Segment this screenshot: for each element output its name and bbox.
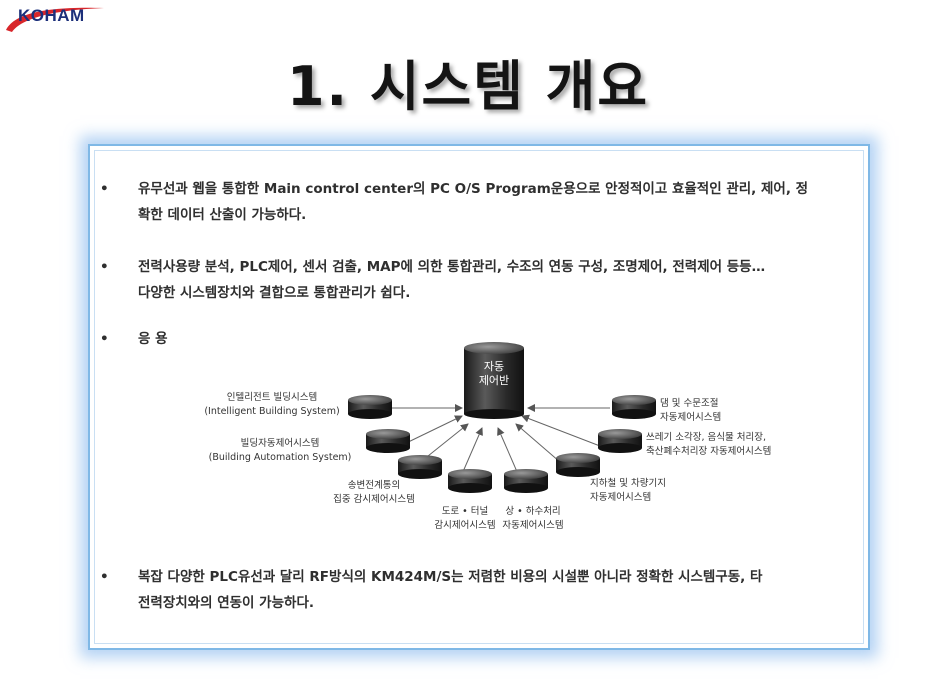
- bullet-marker: •: [100, 181, 109, 197]
- node-label: (Intelligent Building System): [204, 406, 339, 417]
- node-disc-5: [504, 469, 548, 493]
- node-label: 인텔리전트 빌딩시스템: [227, 391, 317, 403]
- node-label: 자동제어시스템: [660, 411, 721, 423]
- bullet-line: 복잡 다양한 PLC유선과 달리 RF방식의 KM424M/S는 저렴한 비용의…: [138, 569, 763, 585]
- bullet-line: 전력사용량 분석, PLC제어, 센서 검출, MAP에 의한 통합관리, 수조…: [138, 259, 766, 275]
- control-panel-cylinder: 자동 제어반: [464, 342, 524, 419]
- logo-swoosh-icon: [6, 7, 104, 32]
- center-label-line: 자동: [484, 360, 504, 373]
- node-disc-8: [612, 395, 656, 419]
- node-label: 자동제어시스템: [590, 491, 651, 503]
- node-disc-3: [398, 455, 442, 479]
- node-label: 상 • 하수처리: [505, 505, 560, 517]
- node-label: 집중 감시제어시스템: [333, 493, 415, 505]
- center-label-line: 제어반: [479, 374, 509, 387]
- bullet-line: 확한 데이터 산출이 가능하다.: [138, 207, 307, 223]
- page-title: 1. 시스템 개요: [286, 55, 650, 118]
- node-label: 쓰레기 소각장, 음식물 처리장,: [646, 431, 766, 443]
- bullet-line: 전력장치와의 연동이 가능하다.: [138, 595, 314, 611]
- node-disc-6: [556, 453, 600, 477]
- node-label: 지하철 및 차량기지: [590, 477, 666, 489]
- content-panel: • 유무선과 웹을 통합한 Main control center의 PC O/…: [88, 144, 870, 650]
- node-disc-4: [448, 469, 492, 493]
- node-label: 송변전계통의: [348, 479, 400, 491]
- node-label: 빌딩자동제어시스템: [241, 437, 320, 449]
- node-disc-2: [366, 429, 410, 453]
- bullet-marker: •: [100, 259, 109, 275]
- node-label: 자동제어시스템: [502, 519, 563, 531]
- node-label: 도로 • 터널: [442, 506, 489, 517]
- application-diagram: 자동 제어반: [204, 342, 771, 531]
- bullet-line: 다양한 시스템장치와 결합으로 통합관리가 쉽다.: [138, 285, 411, 301]
- bullet-line: 응 용: [138, 331, 168, 347]
- logo-text: KOHAM: [18, 6, 85, 25]
- node-disc-7: [598, 429, 642, 453]
- logo: KOHAM: [4, 2, 124, 32]
- node-label: 축산폐수처리장 자동제어시스템: [646, 445, 771, 457]
- bullet-line: 유무선과 웹을 통합한 Main control center의 PC O/S …: [138, 181, 809, 197]
- bullet-marker: •: [100, 569, 109, 585]
- node-label: (Building Automation System): [209, 452, 352, 463]
- node-label: 댐 및 수문조절: [660, 397, 718, 409]
- bullet-marker: •: [100, 331, 109, 347]
- node-label: 감시제어시스템: [434, 519, 495, 531]
- node-disc-1: [348, 395, 392, 419]
- panel-inner-border: [94, 150, 864, 644]
